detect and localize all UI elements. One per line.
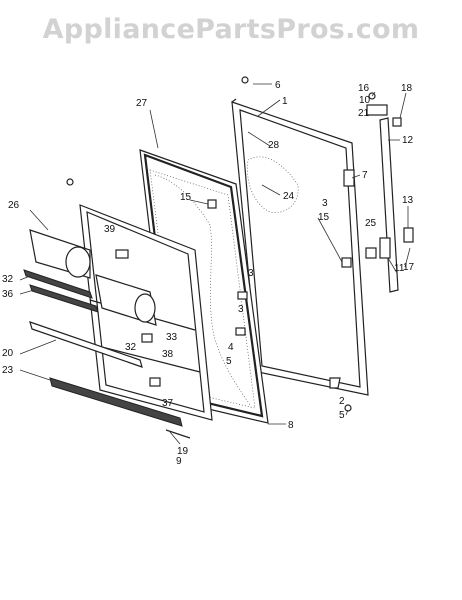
door-rails [23,269,183,427]
callout-label: 12 [402,135,414,146]
callout-label: 17 [403,262,415,273]
leader-lines [19,83,411,445]
callout-label: 1 [282,96,288,107]
callout-label: 38 [162,349,174,360]
callout-label: 26 [8,200,20,211]
callout-label: 5 [226,356,232,367]
callout-label: 39 [104,224,116,235]
callout-label: 8 [288,420,294,431]
callout-label: 37 [162,398,174,409]
callout-label: 27 [136,98,148,109]
callout-label: 2 [339,396,345,407]
callout-label: 7 [362,170,368,181]
callout-label: 9 [176,456,182,467]
callout-label: 28 [268,140,280,151]
callout-label: 20 [2,348,14,359]
callout-label: 3 [238,304,244,315]
callout-label: 13 [402,195,414,206]
callout-labels: 1 2 3 3 3 4 5 5 6 7 8 9 10 11 12 13 15 1… [2,80,415,467]
callout-label: 5 [339,410,345,421]
callout-label: 24 [283,191,295,202]
callout-label: 6 [275,80,281,91]
callout-label: 33 [166,332,178,343]
callout-label: 4 [228,342,234,353]
liner-brackets [115,169,355,439]
callout-label: 19 [177,446,189,457]
callout-label: 11 [394,263,405,274]
callout-label: 18 [401,83,413,94]
callout-label: 25 [365,218,377,229]
middle-door-bin [95,274,157,326]
callout-label: 23 [2,365,14,376]
callout-label: 32 [125,342,137,353]
watermark-logo: AppliancePartsPros.com [42,14,420,45]
callout-label: 15 [180,192,192,203]
callout-label: 36 [2,289,14,300]
callout-label: 16 [358,83,370,94]
upper-door-bin [29,229,91,279]
callout-label: 32 [2,274,14,285]
hinge-strip [66,76,414,412]
callout-label: 3 [248,268,254,279]
callout-label: 10 [359,95,371,106]
callout-label: 3 [322,198,328,209]
callout-label: 21 [358,108,370,119]
callout-label: 15 [318,212,330,223]
